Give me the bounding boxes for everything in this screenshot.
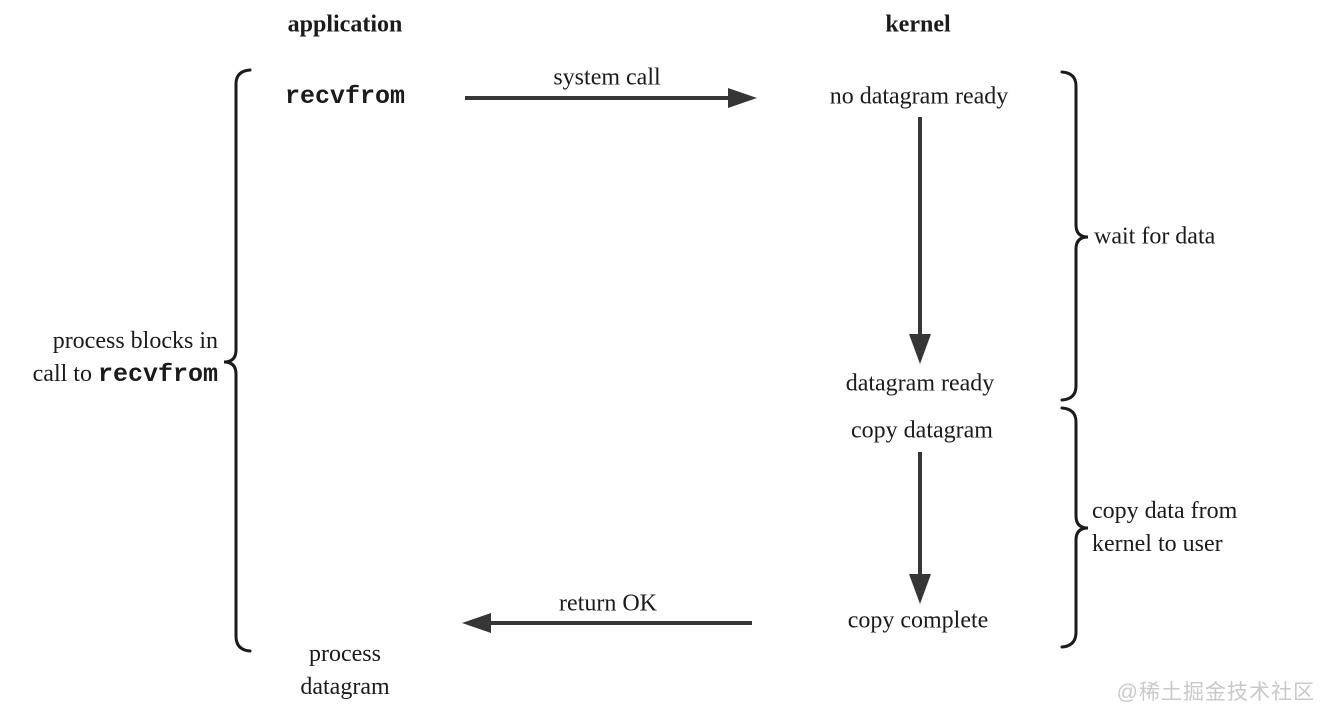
process-datagram-label: process datagram: [300, 638, 389, 704]
application-column-header: application: [287, 11, 403, 38]
copy-data-line2: kernel to user: [1092, 531, 1223, 557]
copy-data-brace: [1060, 406, 1089, 649]
return-ok-arrow: [462, 613, 752, 633]
left-curly-brace: [223, 68, 252, 653]
copy-complete-label: copy complete: [847, 607, 989, 634]
wait-for-data-brace: [1060, 70, 1089, 402]
wait-for-data-annotation: wait for data: [1094, 223, 1216, 250]
process-blocks-line2: call to recvfrom: [33, 358, 218, 393]
call-to-text: call to: [32, 361, 92, 388]
recvfrom-call-label: recvfrom: [284, 81, 406, 111]
copy-data-annotation: copy data from kernel to user: [1092, 495, 1237, 561]
datagram-ready-label: datagram ready: [845, 370, 995, 397]
recvfrom-inline-code: recvfrom: [97, 360, 218, 390]
no-datagram-ready-label: no datagram ready: [829, 83, 1009, 110]
system-call-arrow: [465, 88, 757, 108]
return-ok-label: return OK: [559, 590, 657, 617]
process-datagram-line1: process: [309, 640, 381, 667]
juejin-watermark: @稀土掘金技术社区: [1116, 681, 1315, 704]
copy-arrow: [909, 452, 931, 604]
wait-arrow: [909, 117, 931, 364]
system-call-label: system call: [553, 64, 661, 91]
kernel-column-header: kernel: [885, 11, 951, 38]
copy-data-line1: copy data from: [1092, 497, 1238, 524]
copy-datagram-label: copy datagram: [851, 417, 993, 444]
process-datagram-line2: datagram: [300, 674, 390, 700]
process-blocks-line1: process blocks in: [52, 328, 218, 355]
process-blocks-annotation: process blocks in call to recvfrom: [33, 325, 218, 393]
